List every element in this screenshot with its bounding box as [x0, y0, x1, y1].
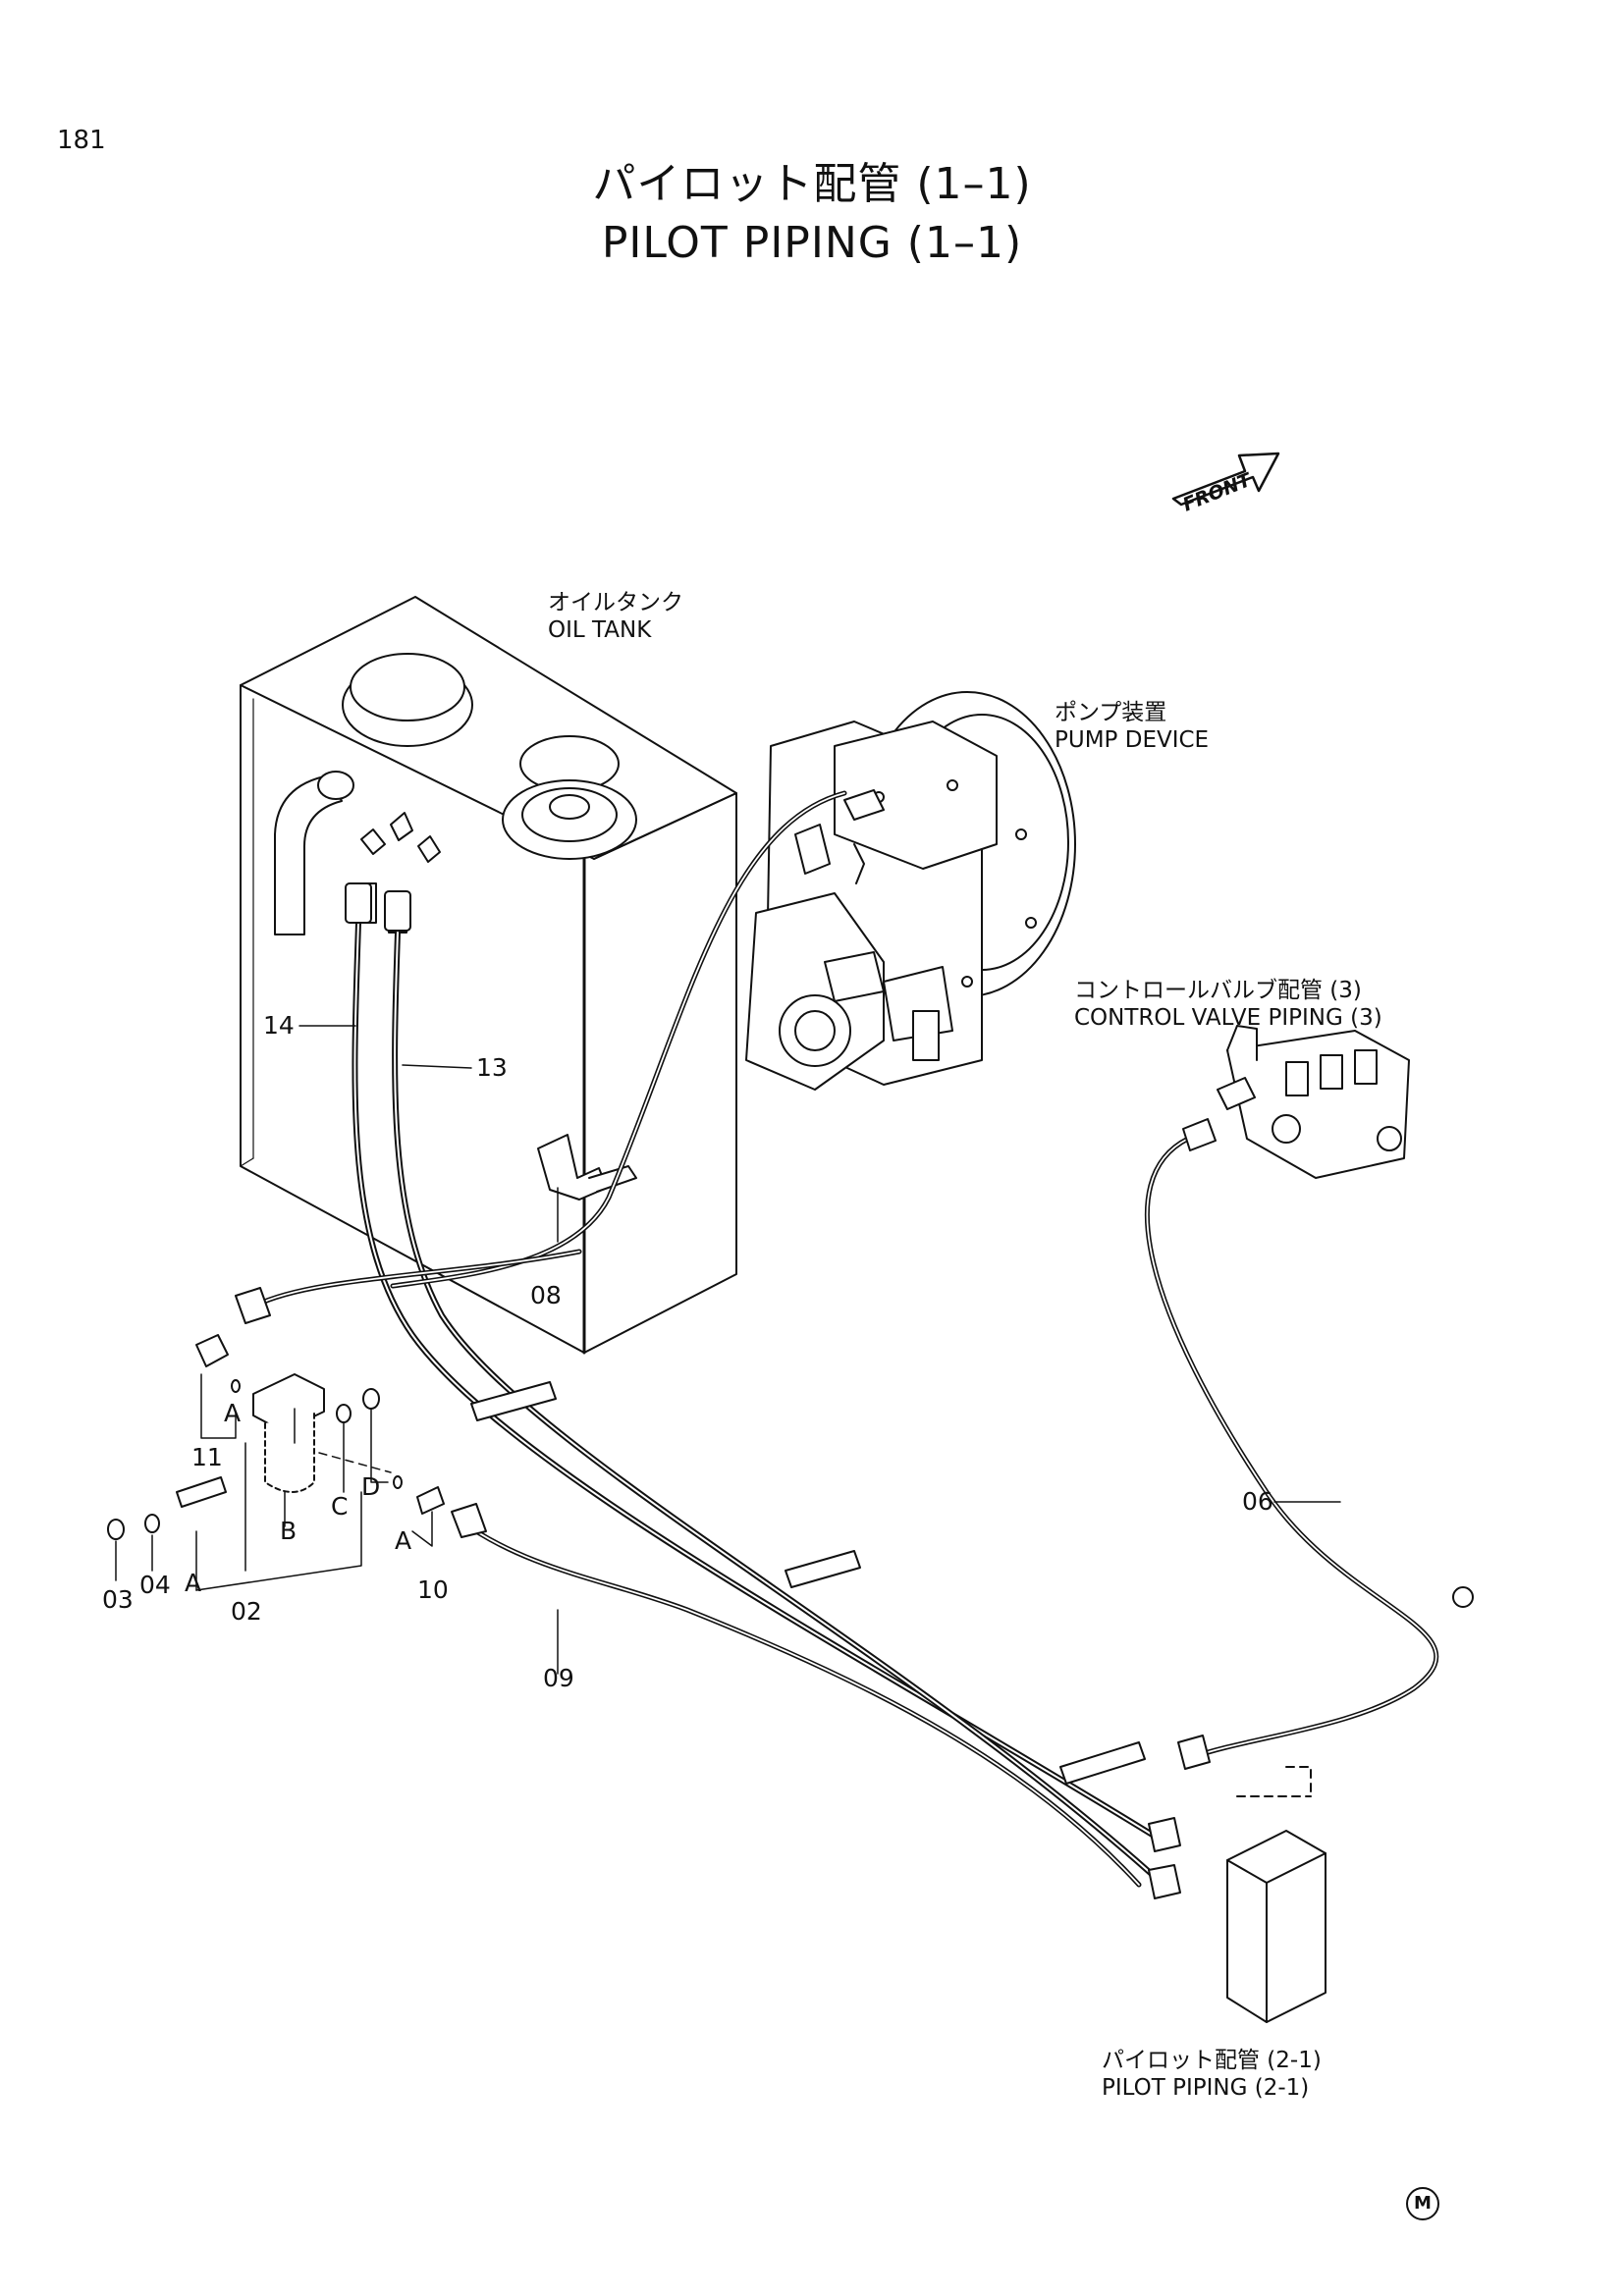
title-japanese: パイロット配管 (1–1) — [592, 159, 1032, 209]
oil-tank-label-ja: オイルタンク — [548, 590, 683, 615]
reference-letter-d: D — [361, 1472, 381, 1501]
part-number-06: 06 — [1242, 1487, 1273, 1516]
pump-device-label: ポンプ装置 PUMP DEVICE — [1055, 699, 1209, 754]
part-number-11: 11 — [191, 1443, 223, 1471]
control-valve-piping-label: コントロールバルブ配管 (3) CONTROL VALVE PIPING (3) — [1074, 977, 1382, 1032]
part-number-02: 02 — [231, 1597, 262, 1626]
manufacturer-mark: M — [1406, 2187, 1439, 2220]
control-valve — [1217, 1025, 1410, 1179]
part-number-08: 08 — [530, 1281, 562, 1309]
part-number-14: 14 — [263, 1011, 295, 1040]
line-filter — [107, 1334, 445, 1591]
oil-tank — [240, 596, 737, 1355]
pilot-piping-2-1-label-ja: パイロット配管 (2-1) — [1102, 2048, 1322, 2073]
reference-letter-a-right: A — [395, 1526, 412, 1555]
pump-device-label-en: PUMP DEVICE — [1055, 727, 1210, 753]
page-title: パイロット配管 (1–1) PILOT PIPING (1–1) — [0, 155, 1624, 273]
reference-letter-b: B — [280, 1517, 298, 1545]
reference-letter-a-lower: A — [185, 1569, 202, 1597]
front-marker-text: FRONT — [1180, 468, 1256, 515]
hose-clamps — [470, 1381, 1474, 1785]
pilot-piping-block — [1226, 1766, 1326, 2023]
part-number-03: 03 — [102, 1585, 134, 1614]
front-arrow-icon: FRONT — [1171, 452, 1280, 516]
reference-letter-c: C — [331, 1492, 349, 1521]
title-english: PILOT PIPING (1–1) — [601, 218, 1023, 268]
control-valve-piping-label-ja: コントロールバルブ配管 (3) — [1074, 978, 1362, 1003]
pilot-piping-2-1-label-en: PILOT PIPING (2-1) — [1102, 2075, 1310, 2101]
pump-device-label-ja: ポンプ装置 — [1055, 700, 1167, 725]
part-number-04: 04 — [139, 1571, 171, 1599]
part-number-13: 13 — [476, 1053, 508, 1082]
pilot-piping-2-1-label: パイロット配管 (2-1) PILOT PIPING (2-1) — [1102, 2047, 1322, 2102]
hoses — [235, 790, 1439, 1899]
control-valve-piping-label-en: CONTROL VALVE PIPING (3) — [1074, 1005, 1382, 1031]
pump-device — [745, 691, 1076, 1091]
leader-lines — [298, 1025, 1341, 1675]
part-number-10: 10 — [417, 1575, 449, 1604]
oil-tank-label-en: OIL TANK — [548, 617, 652, 643]
part-number-09: 09 — [543, 1664, 574, 1692]
oil-tank-label: オイルタンク OIL TANK — [548, 589, 683, 644]
reference-letter-a-upper: A — [224, 1399, 242, 1427]
page-number: 181 — [57, 126, 106, 155]
